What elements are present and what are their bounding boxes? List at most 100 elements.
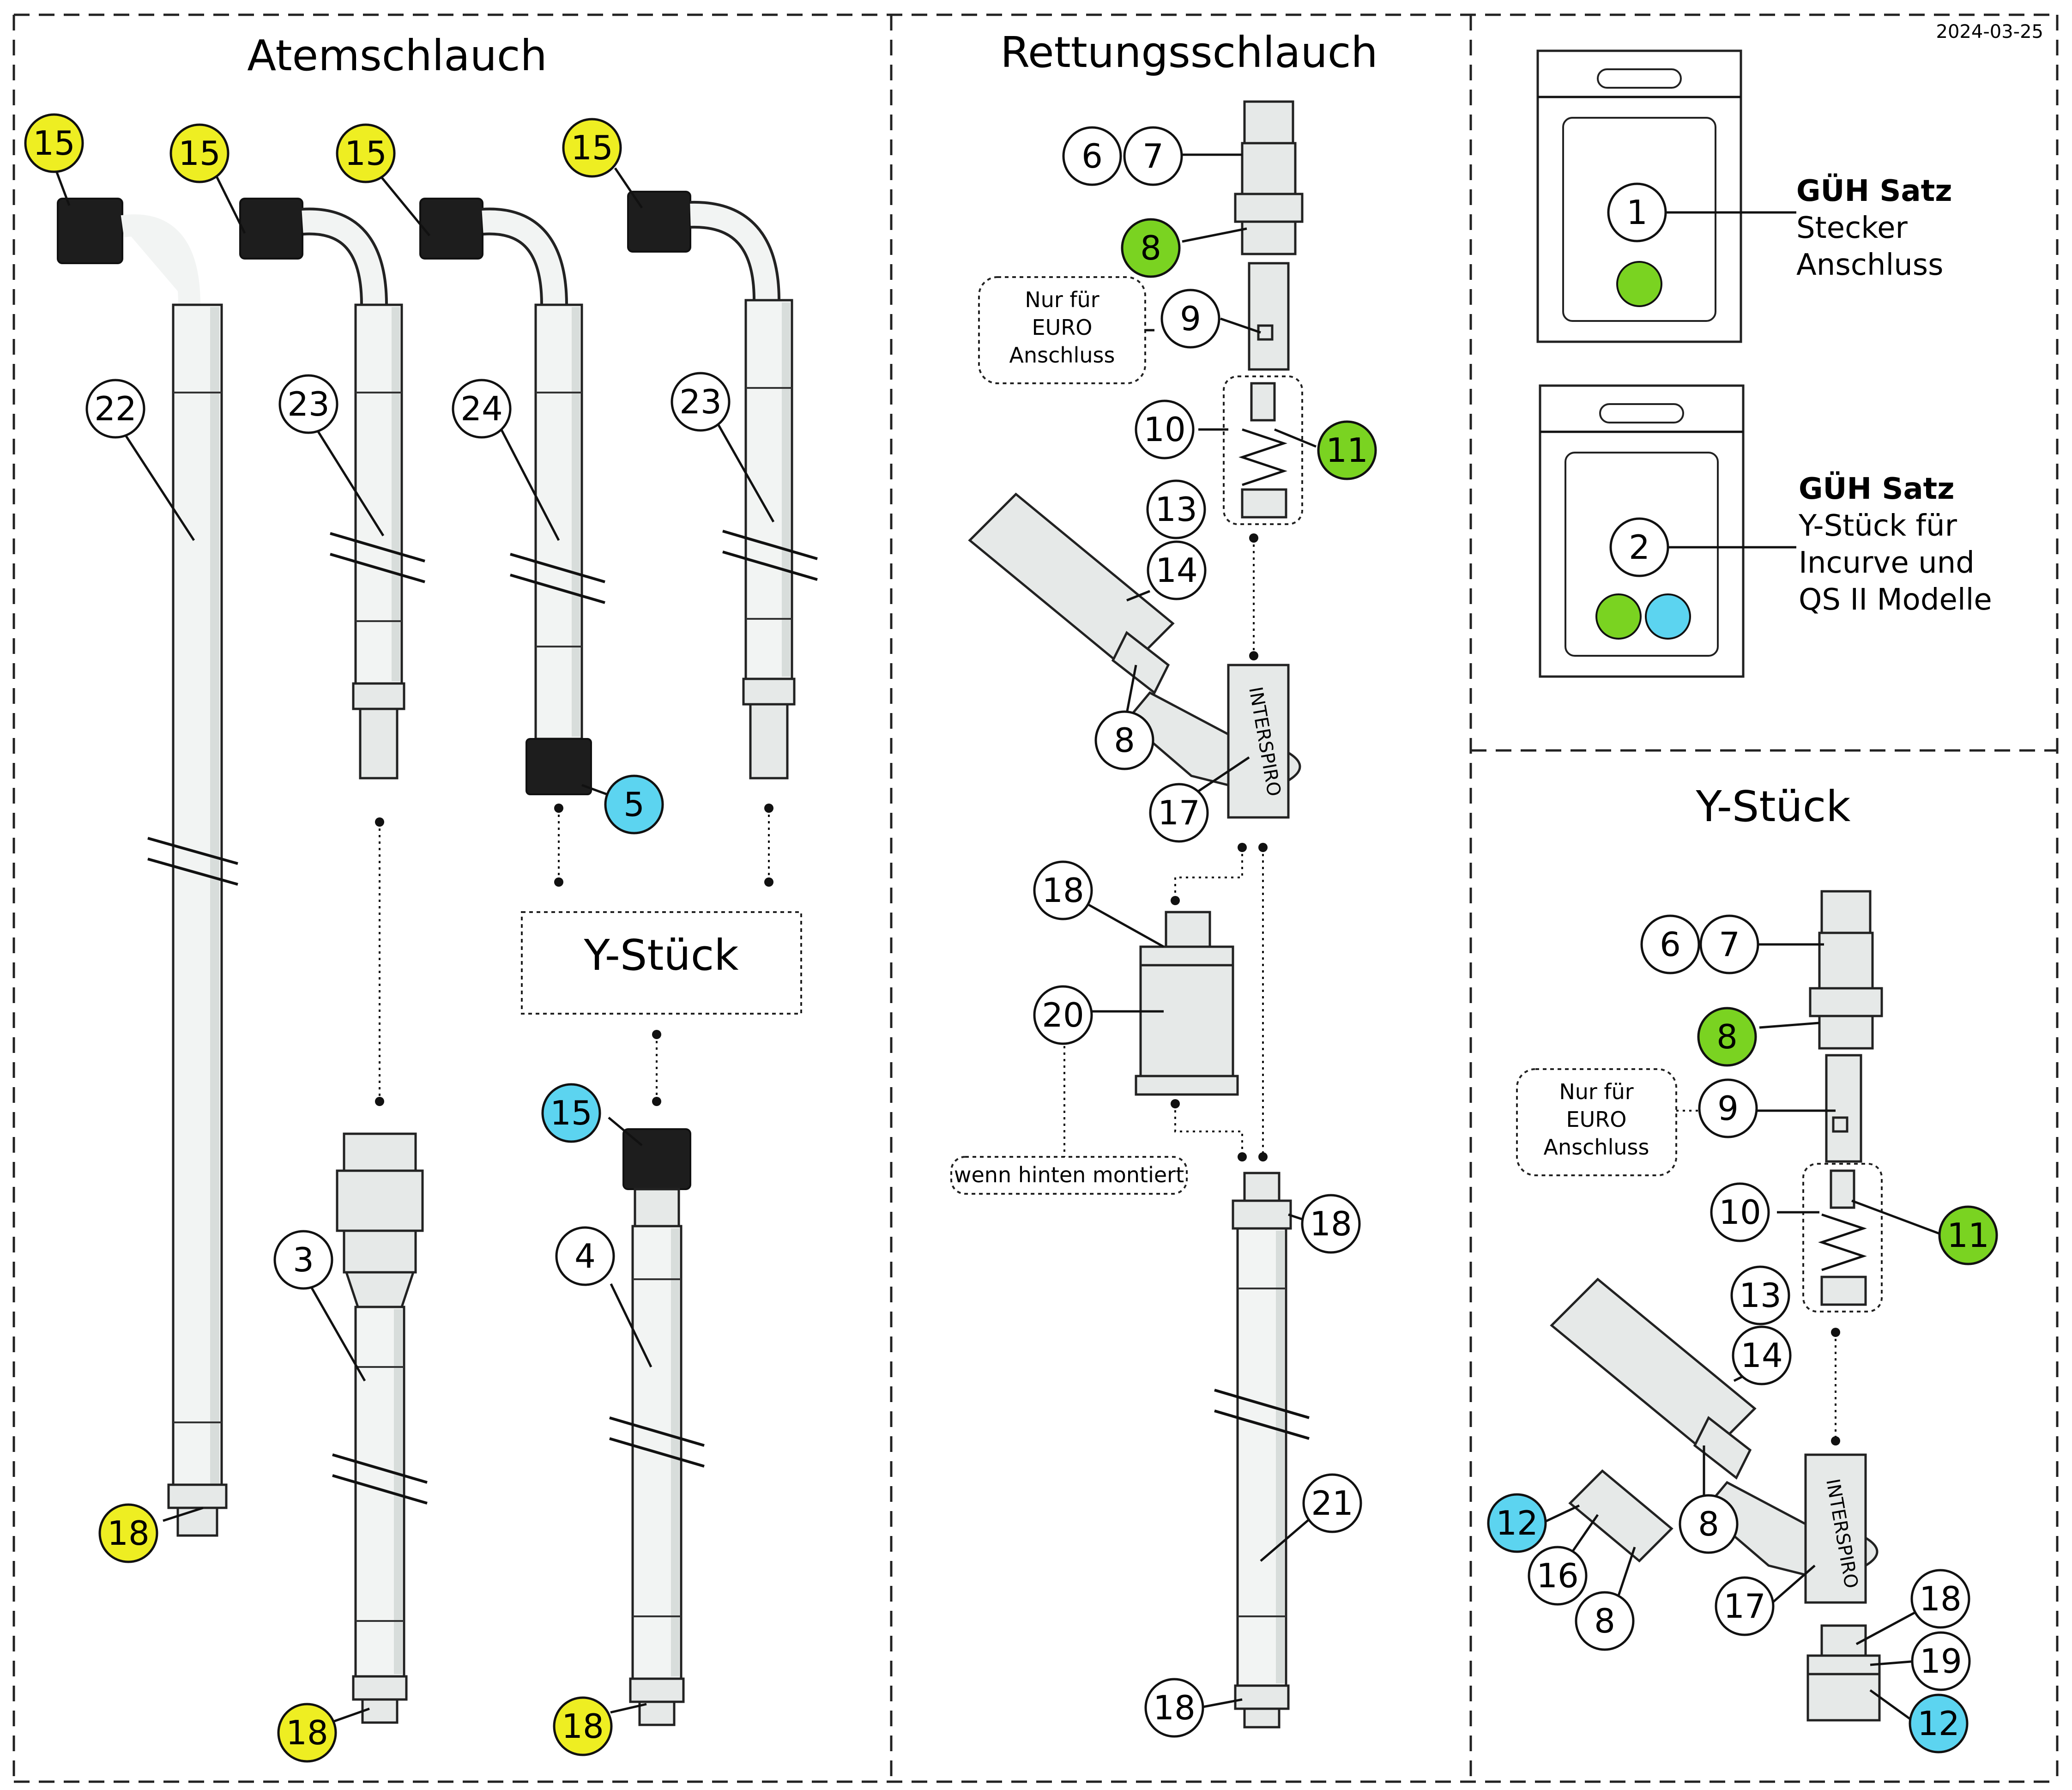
kit-1-line2: Stecker <box>1796 211 1908 245</box>
callout-label-21: 21 <box>1311 1484 1353 1523</box>
callout-label-kit-1: 1 <box>1626 193 1648 232</box>
rescue-adapter-20 <box>1135 911 1239 1096</box>
callout-label-15b: 15 <box>178 134 221 173</box>
euro-note-top-line1: Nur für <box>1025 287 1099 312</box>
kit-1-line3: Anschluss <box>1796 248 1943 282</box>
euro-note-bottom-line3: Anschluss <box>1544 1135 1649 1160</box>
callout-label-8b: 8 <box>1114 721 1135 760</box>
callout-label-10a: 10 <box>1143 410 1186 449</box>
callout-circle-6b <box>1640 914 1700 974</box>
ystueck-reference-label: Y-Stück <box>583 931 739 980</box>
callout-label-9b: 9 <box>1717 1089 1739 1128</box>
callout-label-7a: 7 <box>1142 137 1164 175</box>
callout-circle-3 <box>273 1230 333 1290</box>
callout-circle-8d <box>1575 1591 1635 1651</box>
callout-circle-18f <box>1144 1678 1204 1738</box>
dotted-connectors-middle <box>1063 533 1268 1161</box>
callout-label-24: 24 <box>460 389 503 428</box>
callout-label-17a: 17 <box>1158 793 1200 832</box>
rescue-coupler-14 <box>968 492 1175 695</box>
callout-circle-4 <box>555 1226 615 1286</box>
euro-note-top-line2: EURO <box>1032 315 1093 340</box>
ystueck-valve-10 <box>1802 1163 1883 1312</box>
dotted-connectors-left <box>375 804 773 1106</box>
euro-note-bottom-line2: EURO <box>1566 1107 1627 1132</box>
callout-label-18a: 18 <box>107 1514 150 1553</box>
callout-label-12b: 12 <box>1917 1704 1960 1743</box>
kit-labels: GÜH Satz Stecker Anschluss GÜH Satz Y-St… <box>1662 173 1992 617</box>
callout-circle-23b <box>671 372 731 432</box>
callout-label-8a: 8 <box>1140 229 1161 267</box>
rescue-plug-6-7 <box>1234 100 1304 255</box>
callout-circle-15c <box>336 123 396 183</box>
callout-label-6b: 6 <box>1660 925 1681 964</box>
callout-label-11b: 11 <box>1947 1216 1989 1255</box>
callout-label-13a: 13 <box>1155 490 1197 529</box>
callout-circle-21 <box>1302 1473 1362 1533</box>
callout-label-20: 20 <box>1042 996 1084 1034</box>
callout-circle-13a <box>1146 479 1206 539</box>
callout-label-22: 22 <box>94 389 137 428</box>
callout-label-8e: 8 <box>1698 1505 1719 1543</box>
callout-label-18e: 18 <box>1310 1204 1352 1243</box>
euro-note-bottom-line1: Nur für <box>1559 1079 1633 1104</box>
callout-label-16: 16 <box>1536 1556 1579 1595</box>
callout-circle-16 <box>1528 1546 1588 1606</box>
callout-circle-12a <box>1487 1493 1547 1553</box>
rescue-valve-10 <box>1223 375 1303 525</box>
callout-label-4: 4 <box>574 1237 596 1276</box>
callout-label-5: 5 <box>623 785 645 824</box>
callout-circle-20 <box>1033 985 1093 1045</box>
callout-label-14b: 14 <box>1740 1336 1783 1375</box>
callout-circle-17b <box>1715 1576 1775 1636</box>
callout-circle-9a <box>1160 289 1220 349</box>
callout-circle-11b <box>1938 1205 1998 1265</box>
atemschlauch-title: Atemschlauch <box>247 31 547 80</box>
callout-circle-15d <box>562 118 622 178</box>
callout-circle-23a <box>278 374 338 434</box>
callout-label-10b: 10 <box>1719 1193 1761 1232</box>
kit-1-green-dot <box>1616 261 1662 307</box>
callout-circle-18a <box>98 1503 158 1563</box>
kit-dots <box>1595 261 1691 640</box>
callout-label-8c: 8 <box>1716 1017 1738 1056</box>
callout-label-3: 3 <box>293 1240 314 1279</box>
callout-circle-18e <box>1301 1194 1361 1254</box>
hose-24 <box>419 198 605 795</box>
callout-circle-19 <box>1911 1631 1971 1691</box>
callout-label-13b: 13 <box>1739 1276 1782 1315</box>
euro-note-top: Nur für EURO Anschluss <box>978 276 1146 384</box>
euro-note-top-line3: Anschluss <box>1009 343 1115 368</box>
ystueck-plug-6-7 <box>1809 890 1883 1050</box>
ystueck-fitting-18-19 <box>1806 1624 1881 1722</box>
callout-circle-8c <box>1697 1007 1757 1067</box>
callout-circle-14a <box>1147 540 1207 600</box>
callout-circle-kit-1 <box>1607 182 1667 242</box>
euro-note-bottom: Nur für EURO Anschluss <box>1516 1068 1677 1176</box>
callout-label-19: 19 <box>1920 1642 1962 1681</box>
callout-label-23a: 23 <box>287 385 330 423</box>
ystueck-sleeve-9 <box>1825 1054 1862 1163</box>
ystueck-panel-title: Y-Stück <box>1695 782 1851 831</box>
callout-label-23b: 23 <box>679 382 722 421</box>
kit-2-line4: QS II Modelle <box>1799 583 1992 617</box>
callout-label-8d: 8 <box>1594 1602 1615 1640</box>
ystueck-adapter-16 <box>1568 1469 1673 1563</box>
rescue-sleeve-9 <box>1248 262 1290 371</box>
kit-2-cyan-dot <box>1645 593 1691 640</box>
callout-label-kit-2: 2 <box>1629 528 1650 567</box>
kit-2-title: GÜH Satz <box>1799 471 1954 506</box>
callout-circle-18d <box>1033 860 1093 920</box>
kit-2-line2: Y-Stück für <box>1798 509 1957 543</box>
callout-label-18d: 18 <box>1042 871 1084 910</box>
callout-label-18f: 18 <box>1153 1688 1196 1727</box>
rear-mount-note: wenn hinten montiert <box>950 1156 1188 1195</box>
callout-label-6a: 6 <box>1081 137 1103 175</box>
callout-circle-7b <box>1699 914 1759 974</box>
hose-4 <box>609 1128 705 1726</box>
hose-22 <box>57 198 238 1537</box>
callout-circle-15a <box>24 113 84 173</box>
callout-label-18c: 18 <box>562 1707 604 1746</box>
